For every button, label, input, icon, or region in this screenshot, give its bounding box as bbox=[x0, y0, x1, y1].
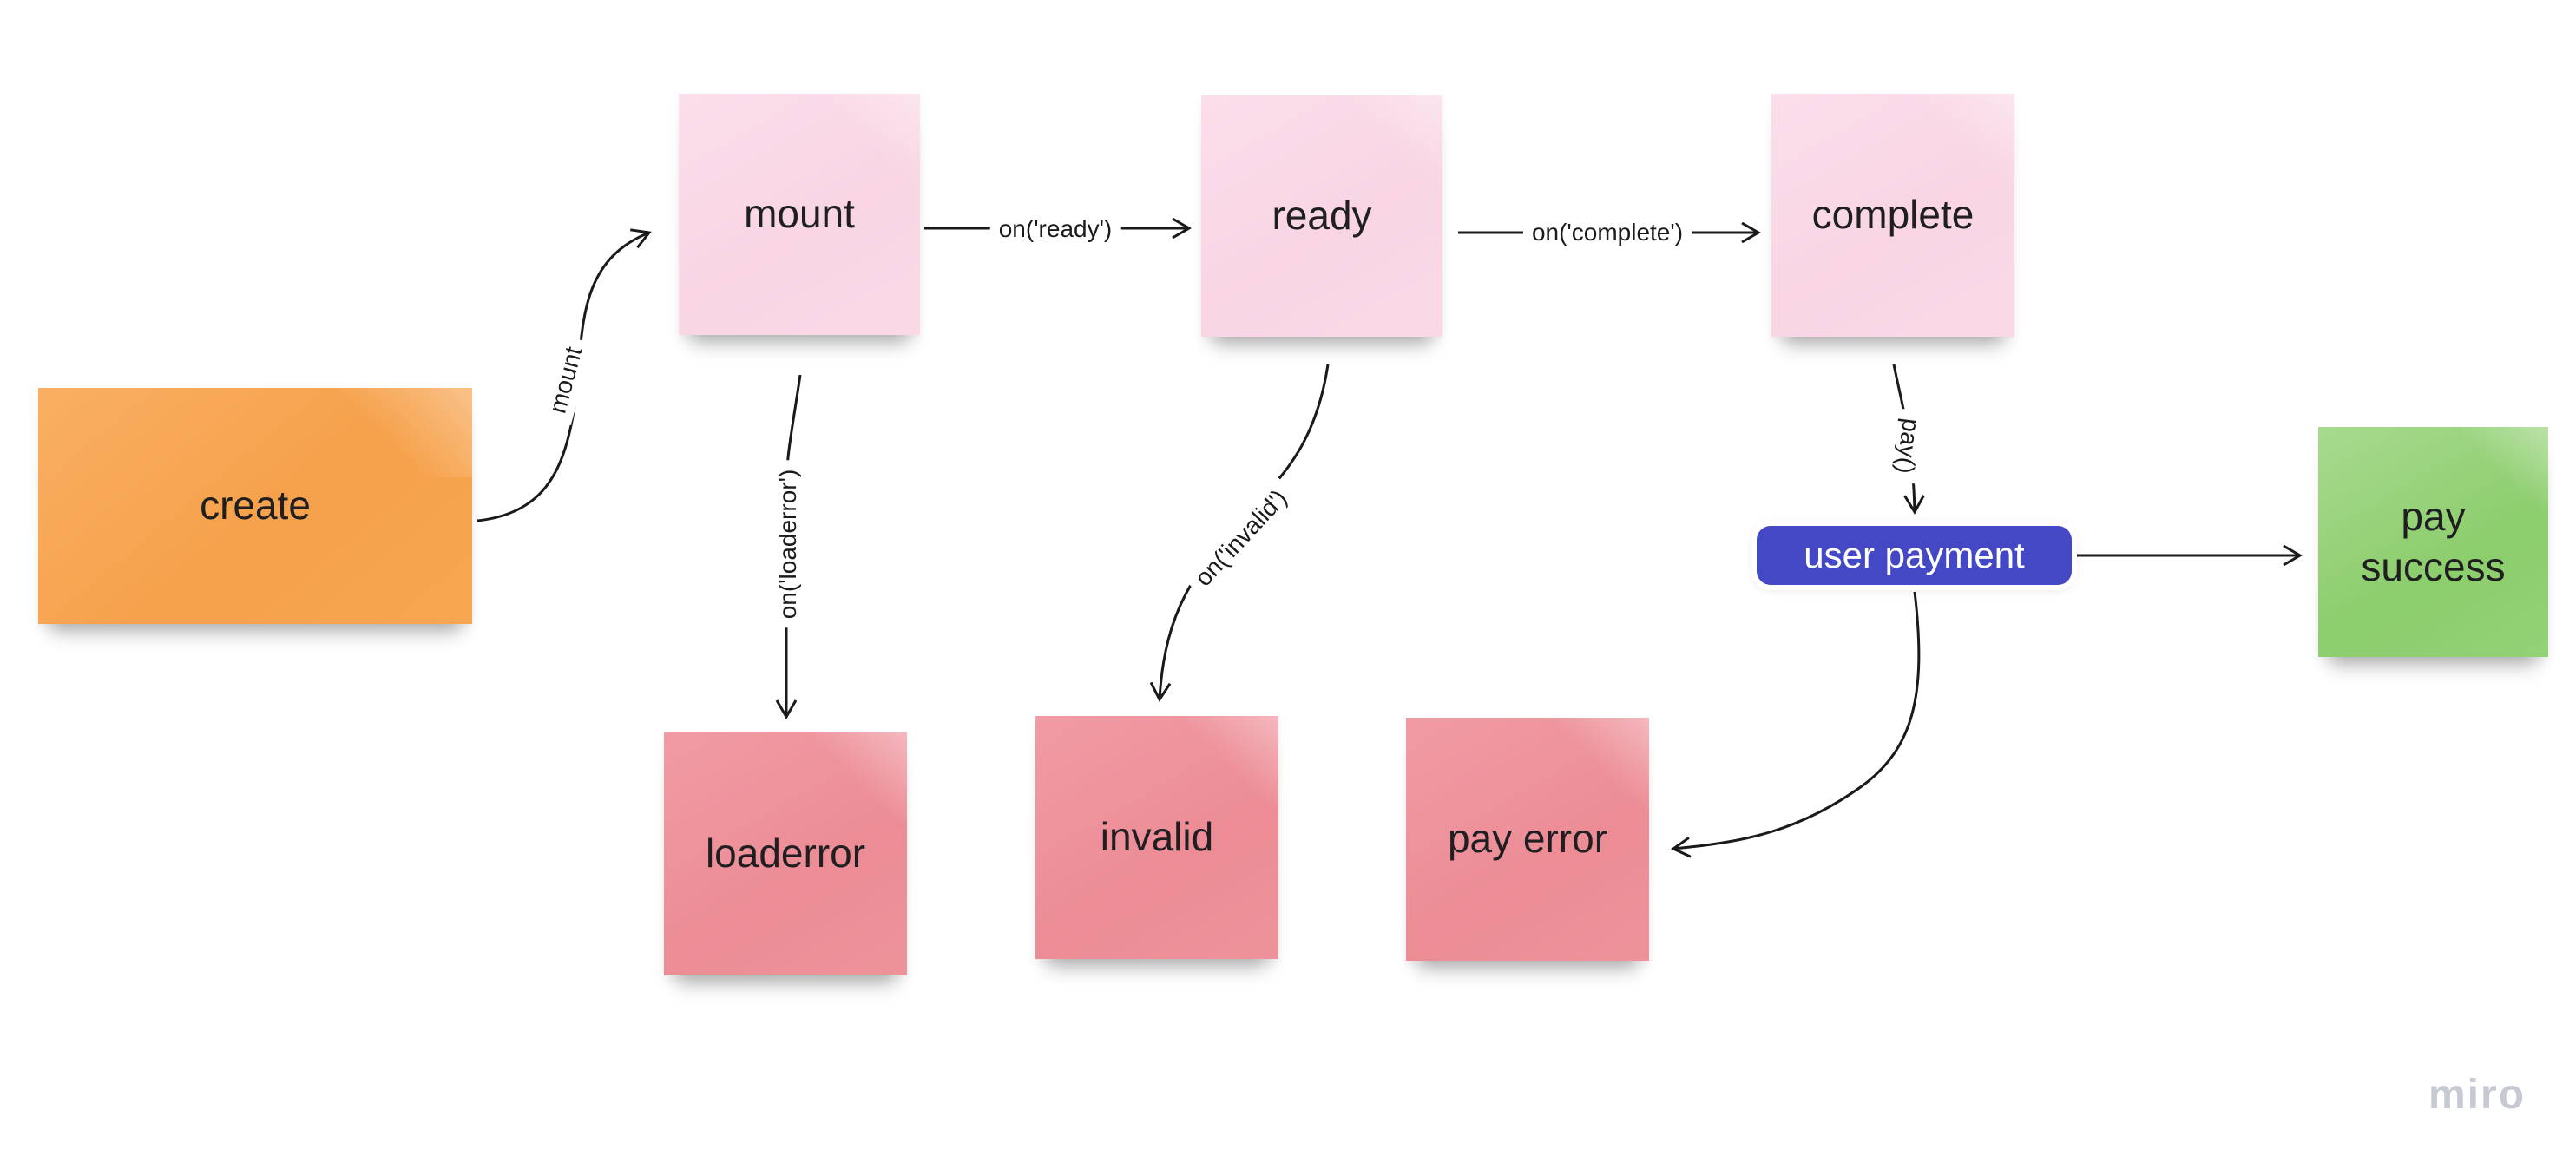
sticky-note-pay-error[interactable]: pay error bbox=[1406, 718, 1649, 961]
sticky-note-create[interactable]: create bbox=[38, 388, 472, 624]
sticky-note-invalid[interactable]: invalid bbox=[1035, 716, 1278, 959]
edge-label-on-loaderror[interactable]: on('loaderror') bbox=[772, 460, 805, 628]
shape-user-payment-label: user payment bbox=[1804, 535, 2025, 575]
sticky-note-mount[interactable]: mount bbox=[679, 94, 920, 335]
sticky-note-ready[interactable]: ready bbox=[1201, 95, 1442, 337]
sticky-note-pay-error-label: pay error bbox=[1447, 816, 1608, 862]
sticky-note-pay-success-label: pay success bbox=[2361, 494, 2506, 589]
edge-label-on-complete[interactable]: on('complete') bbox=[1522, 216, 1692, 249]
sticky-note-invalid-label: invalid bbox=[1100, 814, 1214, 860]
sticky-note-ready-label: ready bbox=[1272, 193, 1372, 239]
sticky-note-create-label: create bbox=[200, 483, 311, 529]
sticky-note-loaderror[interactable]: loaderror bbox=[664, 732, 907, 975]
shape-user-payment[interactable]: user payment bbox=[1757, 526, 2072, 585]
edge-label-on-ready[interactable]: on('ready') bbox=[989, 213, 1121, 246]
sticky-note-complete[interactable]: complete bbox=[1771, 94, 2014, 337]
sticky-note-pay-success[interactable]: pay success bbox=[2318, 427, 2548, 657]
sticky-note-mount-label: mount bbox=[744, 191, 855, 237]
connector-userpayment-payerror[interactable] bbox=[1671, 591, 1921, 858]
sticky-note-loaderror-label: loaderror bbox=[705, 831, 866, 877]
miro-watermark: miro bbox=[2428, 1072, 2527, 1118]
sticky-note-complete-label: complete bbox=[1811, 192, 1975, 238]
